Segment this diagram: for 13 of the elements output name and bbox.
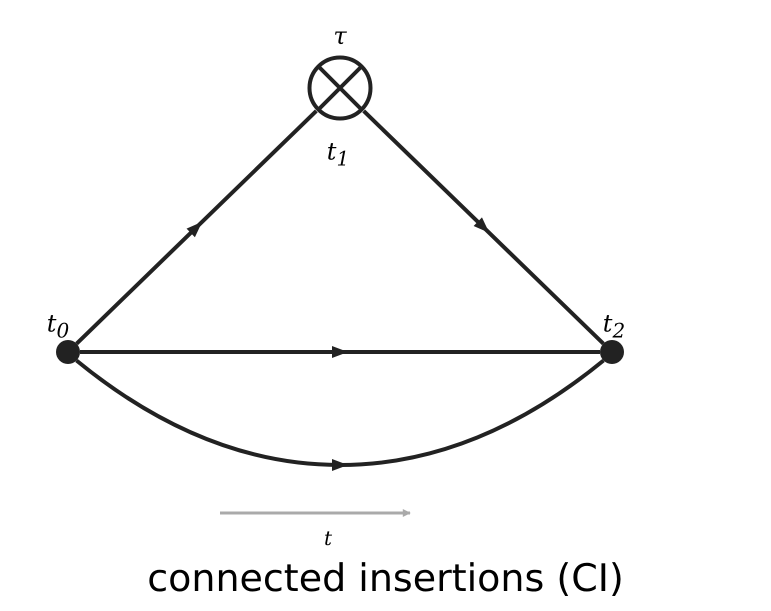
vertex-dot: [600, 340, 624, 364]
vertex-label: τ: [333, 24, 347, 48]
vertex-label: t$_{0}$: [46, 312, 70, 340]
caption: connected insertions (CI): [146, 556, 625, 600]
vertex-dot: [56, 340, 80, 364]
propagator-arrow: [75, 110, 318, 346]
propagator-arrow: [362, 110, 605, 346]
axis-label: t: [324, 526, 332, 550]
crossed-circle-vertex: [307, 55, 373, 121]
vertex-label: t$_{2}$: [602, 312, 626, 340]
propagator-arrow: [75, 358, 605, 471]
propagator-arrow: [80, 346, 600, 358]
vertex-label: t$_{1}$: [326, 140, 350, 168]
